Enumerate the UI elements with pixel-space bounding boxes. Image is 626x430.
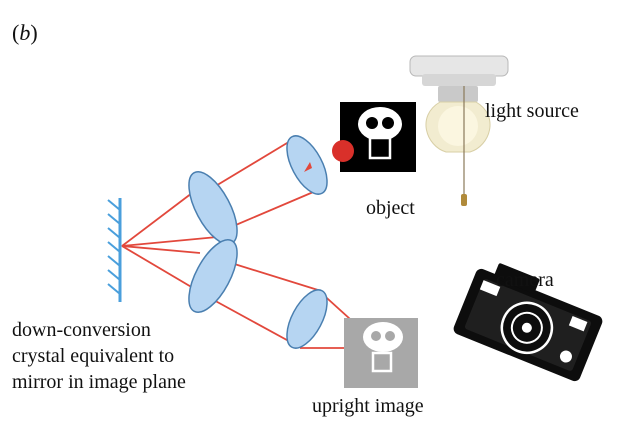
- crystal-label-line-2: crystal equivalent to: [12, 345, 174, 367]
- crystal-label-line-1: down-conversion: [12, 319, 151, 341]
- upright-image-label: upright image: [312, 395, 424, 417]
- lens-lower-middle: [188, 239, 238, 313]
- object-label: object: [366, 197, 415, 219]
- ray-arrow-icon: [304, 162, 312, 172]
- mirror-icon: [107, 198, 122, 302]
- lens-upper-right: [286, 135, 328, 195]
- lens-lower-right: [286, 289, 328, 349]
- light-source-label: light source: [485, 100, 579, 122]
- panel-label: (b): [12, 20, 38, 45]
- skull-object-icon: [332, 102, 416, 172]
- crystal-label-line-3: mirror in image plane: [12, 371, 186, 393]
- camera-label: camera: [496, 269, 554, 291]
- light-bulb-icon: [409, 55, 509, 206]
- skull-image-icon: [344, 318, 418, 388]
- camera-icon: [453, 263, 603, 382]
